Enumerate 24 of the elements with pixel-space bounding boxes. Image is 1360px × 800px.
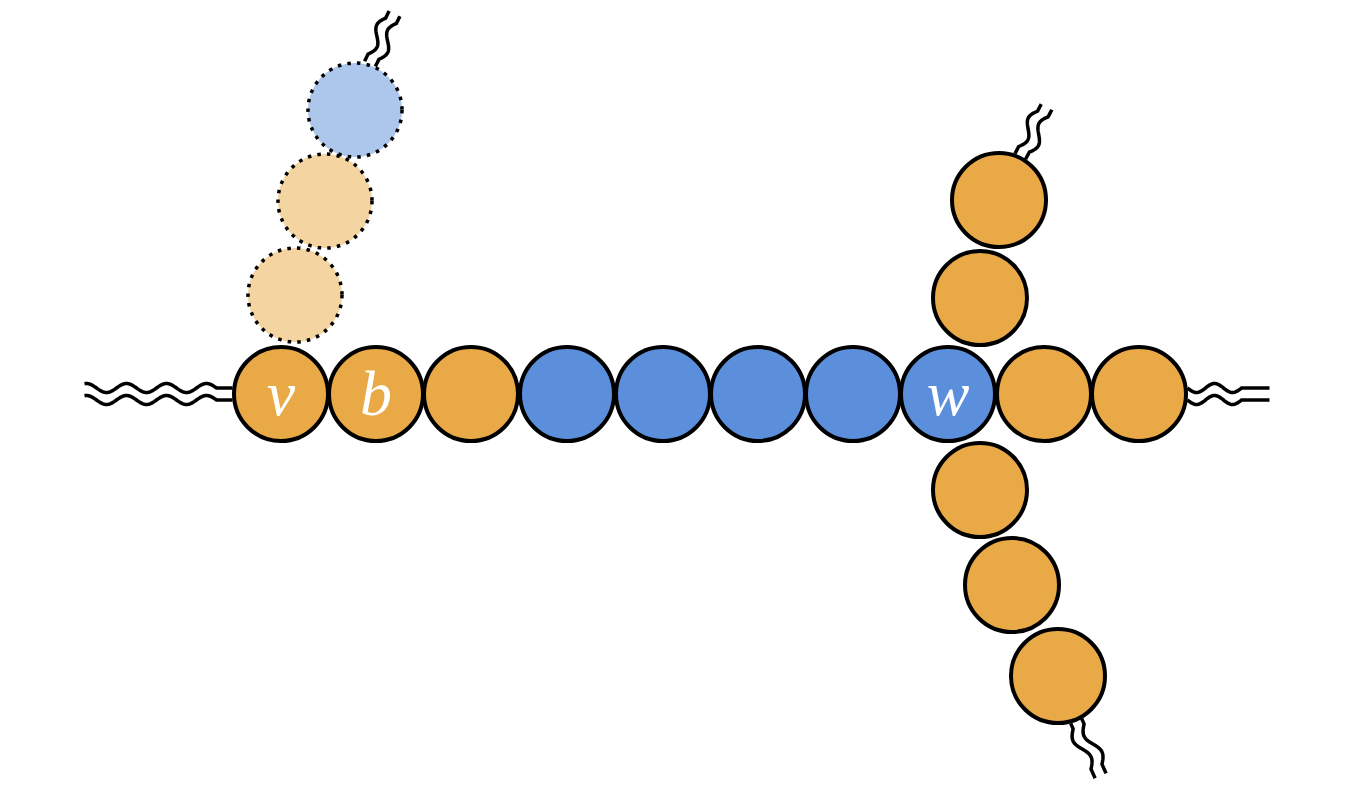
bead xyxy=(931,249,1029,347)
bead xyxy=(995,345,1093,443)
bead xyxy=(246,246,344,344)
bead xyxy=(232,345,330,443)
bead xyxy=(899,345,997,443)
bead xyxy=(950,151,1048,249)
wavy-line xyxy=(1068,716,1108,780)
bead xyxy=(963,536,1061,634)
bead xyxy=(518,345,616,443)
bead xyxy=(804,345,902,443)
bead xyxy=(327,345,425,443)
bead xyxy=(1009,627,1107,725)
bead xyxy=(306,61,404,159)
bead xyxy=(709,345,807,443)
bead xyxy=(422,345,520,443)
bead-label: w xyxy=(925,362,971,426)
bead-label: v xyxy=(265,362,297,426)
bead xyxy=(931,441,1029,539)
bead-label: b xyxy=(359,362,393,426)
bead xyxy=(276,152,374,250)
bead xyxy=(1090,345,1188,443)
bead xyxy=(614,345,712,443)
wavy-line xyxy=(1013,102,1054,161)
wavy-line xyxy=(1185,381,1272,407)
